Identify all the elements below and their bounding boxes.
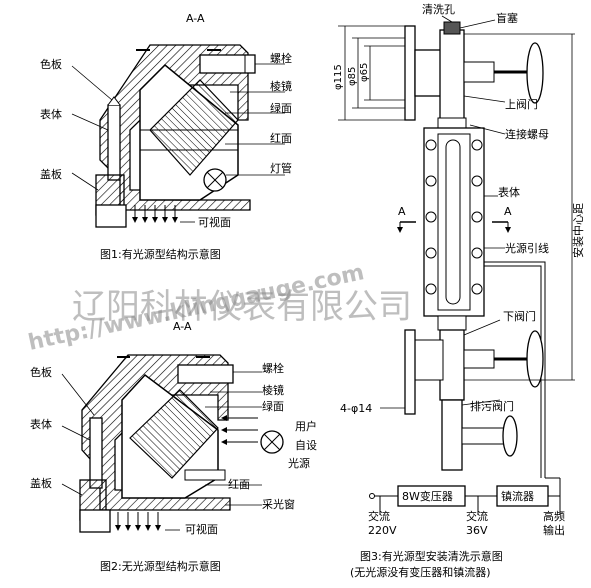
- fig1-label-prism: 棱镜: [270, 79, 292, 93]
- fig1-color-plate: [107, 104, 121, 181]
- dim-85: φ85: [347, 67, 358, 86]
- fig2-label-green-face: 绿面: [262, 399, 284, 413]
- dim-115: φ115: [333, 64, 344, 90]
- lower-valve-body: [439, 329, 465, 401]
- label-blind-plug: 盲塞: [496, 11, 518, 25]
- fig1-label-view-face: 可视面: [198, 215, 231, 229]
- ballast-box: [496, 485, 549, 507]
- fig2-color-plate: [89, 417, 103, 489]
- label-output: 输出: [543, 523, 565, 537]
- label-clean-hole: 清洗孔: [422, 3, 455, 16]
- fig1-label-bolt: 螺栓: [270, 51, 292, 65]
- fig1-label-cover-plate: 盖板: [40, 167, 62, 181]
- lower-flange: [404, 329, 416, 415]
- fig1-caption: 图1:有光源型结构示意图: [100, 247, 221, 261]
- fig2-caption: 图2:无光源型结构示意图: [100, 559, 221, 573]
- fig3-caption-note: (无光源没有变压器和镇流器): [350, 565, 491, 579]
- upper-flange: [404, 25, 416, 121]
- dim-65: φ65: [359, 63, 370, 82]
- fig1-label-green-face: 绿面: [270, 101, 292, 115]
- fig2-window: [184, 469, 226, 481]
- fig1-view-arrows: [132, 205, 178, 223]
- label-holes: 4-φ14: [340, 402, 372, 415]
- fig2-label-window: 采光窗: [262, 497, 295, 511]
- fig1-label-lamp: 灯管: [270, 161, 292, 175]
- fig2-label-red-face: 红面: [228, 478, 250, 491]
- fig2-view-arrows: [115, 512, 161, 531]
- fig1-label-red-face: 红面: [270, 132, 292, 145]
- figure-2: A-A: [30, 320, 317, 573]
- label-hf: 高频: [543, 509, 565, 523]
- fig2-label-body: 表体: [30, 417, 52, 431]
- label-light-wire: 光源引线: [505, 241, 549, 255]
- watermark-company: 辽阳科林仪表有限公司: [72, 287, 412, 327]
- fig2-label-light-source: 光源: [288, 456, 310, 470]
- label-drain-valve: 排污阀门: [470, 399, 514, 413]
- label-nut: 连接螺母: [505, 128, 549, 141]
- label-ac-2: 交流: [466, 509, 488, 523]
- blind-plug: [443, 21, 461, 35]
- fig2-label-prism: 棱镜: [262, 383, 284, 397]
- label-220v: 220V: [368, 524, 397, 537]
- light-wire: [484, 261, 546, 478]
- circuit-lines: [372, 477, 561, 515]
- figure-1: A-A: [40, 12, 292, 261]
- fig3-caption: 图3:有光源型安装清洗示意图: [360, 549, 503, 563]
- fig1-section-label: A-A: [186, 12, 205, 25]
- lower-valve-handwheel[interactable]: [526, 330, 544, 388]
- fig2-label-self-set: 自设: [295, 439, 317, 452]
- fig1-label-color-plate: 色板: [40, 57, 62, 71]
- drain-valve-handwheel[interactable]: [502, 415, 518, 457]
- fig2-label-cover-plate: 盖板: [30, 476, 52, 490]
- upper-valve-body: [439, 29, 465, 126]
- ballast-label: 镇流器: [501, 489, 534, 503]
- label-install-distance: 安装中心距: [571, 203, 585, 258]
- label-upper-valve: 上阀门: [505, 97, 538, 111]
- label-ac-1: 交流: [368, 509, 390, 523]
- label-body: 表体: [498, 185, 520, 199]
- transformer-label: 8W变压器: [402, 489, 453, 503]
- glass-window: [445, 139, 461, 305]
- fig2-label-view-face: 可视面: [185, 522, 218, 536]
- fig2-section-label: A-A: [173, 320, 192, 333]
- fig1-label-body: 表体: [40, 107, 62, 121]
- body-bolts: [425, 139, 483, 295]
- label-36v: 36V: [466, 524, 488, 537]
- fig2-label-bolt: 螺栓: [262, 361, 284, 375]
- drain-valve-body: [441, 399, 463, 471]
- section-a-right: A: [504, 205, 512, 218]
- section-a-left: A: [398, 205, 406, 218]
- figure-3: φ115 φ85 φ65 A A: [333, 3, 585, 579]
- fig2-bolt: [177, 364, 234, 384]
- watermark: 辽阳科林仪表有限公司 http://www.klinggauge.com: [26, 260, 412, 356]
- upper-valve-handwheel[interactable]: [526, 42, 544, 104]
- label-lower-valve: 下阀门: [503, 309, 536, 323]
- fig2-label-user: 用户: [295, 419, 317, 433]
- transformer-box: [397, 485, 466, 507]
- fig2-label-color-plate: 色板: [30, 365, 52, 379]
- fig1-bolt: [199, 54, 256, 74]
